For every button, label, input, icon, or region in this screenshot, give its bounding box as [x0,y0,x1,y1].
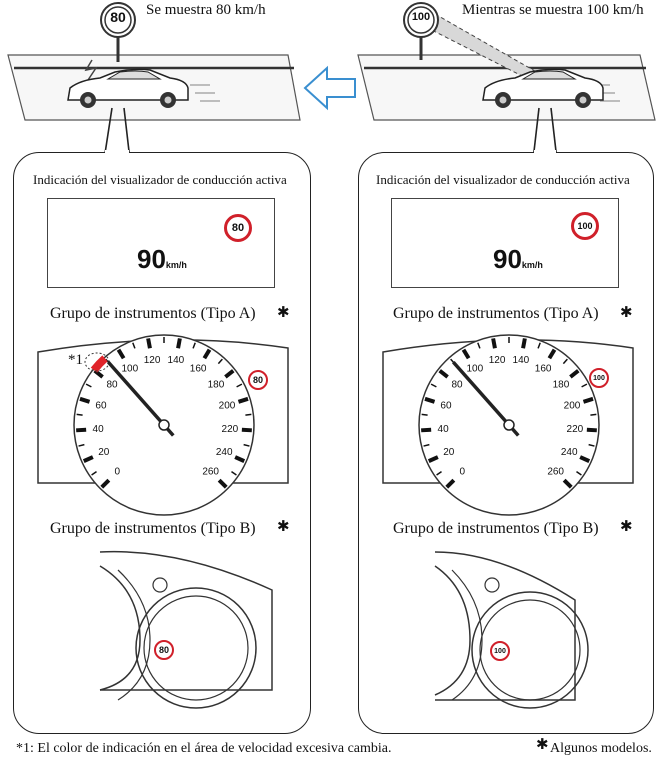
left-type-a-asterisk: ✱ [277,305,290,321]
right-type-b-asterisk: ✱ [620,519,633,535]
left-gauge-callout: *1 [68,352,83,368]
right-hud-unit: km/h [521,260,543,270]
car-right [482,68,604,108]
right-gauge-sign: 100 [589,368,609,388]
left-type-a-label: Grupo de instrumentos (Tipo A) [50,305,256,322]
right-hud-sign-text: 100 [577,221,593,231]
left-gauge-sign: 80 [248,370,268,390]
left-type-b-label: Grupo de instrumentos (Tipo B) [50,520,256,537]
left-caption: Se muestra 80 km/h [146,2,266,18]
left-hud-display [47,198,275,288]
left-type-b-sign-text: 80 [158,645,169,655]
right-type-a-label: Grupo de instrumentos (Tipo A) [393,305,599,322]
right-gauge-sign-text: 100 [593,374,605,382]
right-type-b-label: Grupo de instrumentos (Tipo B) [393,520,599,537]
right-caption: Mientras se muestra 100 km/h [462,2,644,18]
legend-text: Algunos modelos. [550,741,652,756]
left-hud-speed: 90km/h [137,244,187,275]
left-hud-speed-value: 90 [137,244,166,274]
right-type-a-asterisk: ✱ [620,305,633,321]
right-type-b-sign-text: 100 [494,647,506,655]
left-hud-sign: 80 [224,214,252,242]
left-gauge-sign-text: 80 [252,375,263,385]
right-hud-speed: 90km/h [493,244,543,275]
left-hud-unit: km/h [165,260,187,270]
left-arrow [303,65,356,111]
footnote: *1: El color de indicación en el área de… [16,741,392,756]
left-road-illustration [7,2,656,161]
legend-asterisk: ✱ [536,737,549,753]
right-hud-sign: 100 [571,212,599,240]
left-hud-title: Indicación del visualizador de conducció… [33,172,287,187]
left-top-sign-text: 80 [110,9,126,25]
right-type-b-sign: 100 [490,641,510,661]
right-hud-title: Indicación del visualizador de conducció… [376,172,630,187]
car-left [67,68,189,108]
right-top-sign-text: 100 [411,11,431,23]
left-hud-sign-text: 80 [231,222,245,234]
left-type-b-asterisk: ✱ [277,519,290,535]
right-hud-speed-value: 90 [493,244,522,274]
left-type-b-sign: 80 [154,640,174,660]
